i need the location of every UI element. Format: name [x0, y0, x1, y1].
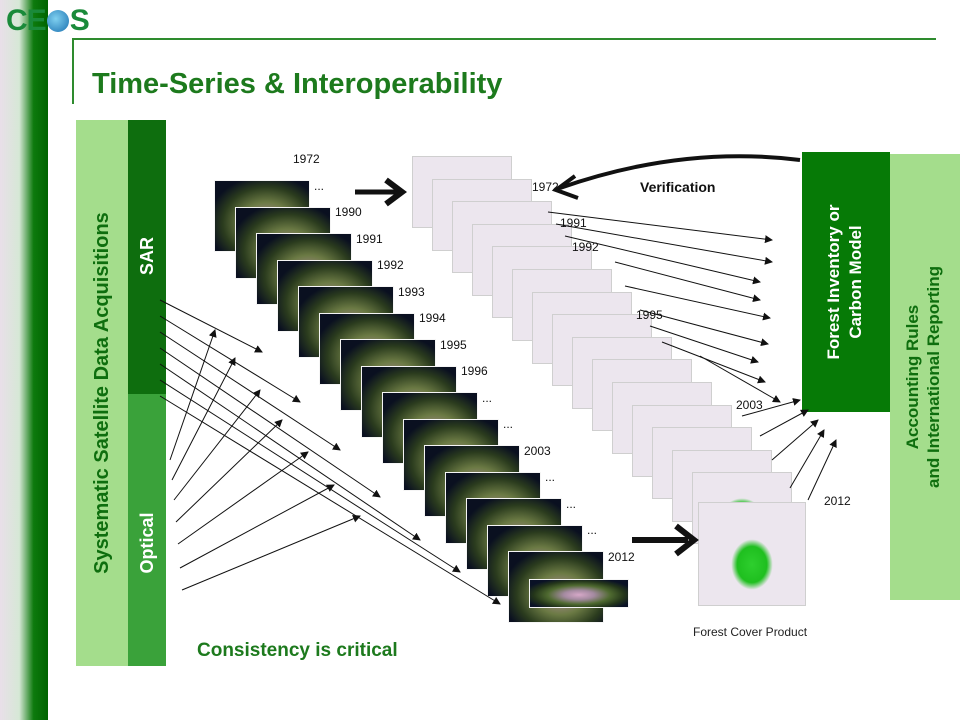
flow-arrow — [159, 315, 301, 403]
ceos-logo: CE S — [6, 4, 90, 38]
flow-arrow — [159, 347, 381, 498]
year-label: 2003 — [522, 443, 553, 458]
flow-arrow — [179, 484, 335, 569]
logo-text-left: CE — [6, 4, 47, 37]
verification-label: Verification — [640, 179, 716, 195]
product-year-label: 1991 — [560, 216, 587, 230]
year-label: ... — [564, 496, 579, 511]
flow-arrow — [661, 341, 766, 384]
page-title: Time-Series & Interoperability — [92, 68, 503, 100]
year-label: 1990 — [333, 205, 364, 219]
big-arrow-icon — [355, 177, 407, 207]
flow-arrow — [547, 211, 773, 244]
year-label: 1995 — [438, 337, 469, 352]
flow-arrow — [771, 419, 819, 461]
flow-arrow — [741, 398, 801, 417]
header-rule-vertical — [72, 38, 74, 104]
flow-arrow — [639, 309, 769, 347]
big-arrow-icon — [632, 523, 699, 557]
satellite-image — [529, 578, 629, 608]
year-label: 1993 — [396, 284, 427, 299]
product-year-label: 2003 — [736, 398, 763, 412]
flow-arrow — [177, 451, 309, 545]
flow-arrow — [759, 409, 809, 437]
year-label: ... — [585, 523, 600, 537]
flow-arrow — [173, 389, 261, 501]
flow-arrow — [624, 285, 771, 321]
accounting-panel: Accounting Rules and International Repor… — [890, 154, 960, 600]
flow-arrow — [169, 329, 217, 461]
flow-arrow — [614, 261, 761, 303]
forest-cover-image — [698, 502, 806, 606]
year-label: 2012 — [606, 549, 637, 564]
flow-arrow — [159, 363, 421, 541]
flow-arrow — [171, 357, 236, 481]
curved-arrow-icon — [559, 154, 801, 190]
product-year-label: 1992 — [572, 240, 599, 254]
product-year-label: 2012 — [824, 494, 851, 508]
year-label: 1991 — [354, 231, 385, 246]
globe-icon — [46, 10, 69, 32]
flow-arrow — [564, 235, 761, 285]
year-label: ... — [312, 178, 327, 193]
flow-arrow — [555, 223, 773, 265]
forest-inventory-panel: Forest Inventory or Carbon Model — [802, 152, 890, 412]
forest-cover-product-label: Forest Cover Product — [693, 625, 808, 639]
optical-panel: Optical — [128, 394, 166, 666]
year-label: ... — [501, 417, 516, 431]
logo-text-right: S — [69, 4, 90, 37]
flow-arrow — [159, 395, 501, 605]
flow-arrow — [159, 331, 341, 451]
flow-arrow — [159, 299, 263, 353]
flow-arrow — [181, 514, 361, 591]
curved-arrow-head — [551, 174, 579, 200]
header-rule-horizontal — [72, 38, 936, 40]
flow-arrow — [807, 439, 837, 501]
year-label: ... — [480, 390, 495, 405]
flow-arrow — [649, 325, 759, 364]
product-year-label: 1995 — [636, 308, 663, 322]
year-label: 1992 — [375, 258, 406, 272]
flow-arrow — [175, 419, 283, 523]
flow-arrow — [159, 379, 461, 573]
year-label: 1972 — [291, 152, 322, 166]
flow-arrow — [789, 429, 825, 489]
acquisitions-panel: Systematic Satellite Data Acquisitions — [76, 120, 128, 666]
flow-arrow — [699, 355, 781, 403]
year-label: 1994 — [417, 311, 448, 325]
data-flow-arrows — [159, 211, 837, 605]
decorative-sidebar-strip — [0, 0, 48, 720]
year-label: ... — [543, 470, 558, 484]
sar-panel: SAR — [128, 120, 166, 394]
consistency-label: Consistency is critical — [197, 640, 398, 661]
year-label: 1996 — [459, 364, 490, 378]
